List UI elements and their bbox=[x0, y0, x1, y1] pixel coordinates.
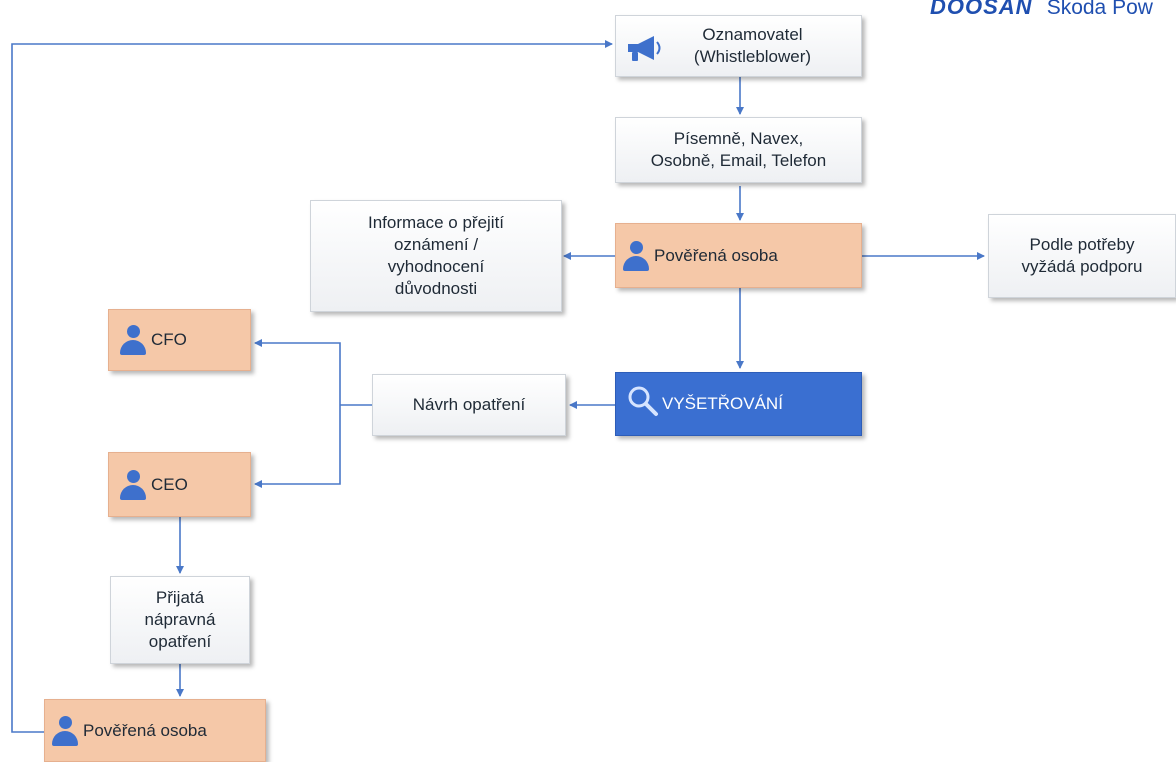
node-channels: Písemně, Navex, Osobně, Email, Telefon bbox=[615, 117, 862, 183]
magnifier-icon bbox=[626, 384, 660, 424]
corrective-line1: Přijatá bbox=[155, 588, 205, 607]
support-line2: vyžádá podporu bbox=[1021, 257, 1143, 276]
info-line3: vyhodnocení bbox=[387, 257, 485, 276]
designated-top-label: Pověřená osoba bbox=[654, 245, 778, 265]
node-investigation: VYŠETŘOVÁNÍ bbox=[615, 372, 862, 436]
person-icon bbox=[119, 469, 147, 500]
corrective-line3: opatření bbox=[148, 632, 212, 651]
channels-line2: Osobně, Email, Telefon bbox=[650, 151, 827, 170]
node-cfo: CFO bbox=[108, 309, 251, 371]
logo-subtitle: Škoda Pow bbox=[1046, 0, 1153, 19]
whistleblower-line1: Oznamovatel bbox=[702, 25, 803, 44]
company-logo: DOOSAN Škoda Pow bbox=[930, 0, 1153, 21]
megaphone-icon bbox=[624, 34, 664, 70]
person-icon bbox=[622, 240, 650, 271]
node-support: Podle potřeby vyžádá podporu bbox=[988, 214, 1176, 298]
node-proposal: Návrh opatření bbox=[372, 374, 566, 436]
node-info: Informace o přejití oznámení / vyhodnoce… bbox=[310, 200, 562, 312]
logo-brand: DOOSAN bbox=[930, 0, 1033, 19]
support-line1: Podle potřeby bbox=[1029, 235, 1135, 254]
arrow-branch-to-cfo bbox=[254, 339, 341, 405]
investigation-label: VYŠETŘOVÁNÍ bbox=[662, 394, 783, 413]
cfo-label: CFO bbox=[151, 330, 187, 349]
arrow-branch-to-ceo bbox=[254, 405, 341, 488]
node-designated-person-bottom: Pověřená osoba bbox=[44, 699, 266, 762]
node-ceo: CEO bbox=[108, 452, 251, 517]
designated-bottom-label: Pověřená osoba bbox=[83, 720, 207, 740]
person-icon bbox=[119, 325, 147, 355]
node-whistleblower: Oznamovatel (Whistleblower) bbox=[615, 15, 862, 77]
arrow-feedback-to-whistleblower bbox=[11, 40, 613, 733]
node-corrective: Přijatá nápravná opatření bbox=[110, 576, 250, 664]
proposal-label: Návrh opatření bbox=[412, 395, 526, 414]
ceo-label: CEO bbox=[151, 474, 188, 494]
whistleblower-line2: (Whistleblower) bbox=[693, 47, 812, 66]
person-icon bbox=[51, 715, 79, 746]
corrective-line2: nápravná bbox=[144, 610, 216, 629]
info-line4: důvodnosti bbox=[394, 279, 478, 298]
channels-line1: Písemně, Navex, bbox=[673, 129, 804, 148]
info-line1: Informace o přejití bbox=[367, 213, 505, 232]
node-designated-person-top: Pověřená osoba bbox=[615, 223, 862, 288]
info-line2: oznámení / bbox=[393, 235, 479, 254]
